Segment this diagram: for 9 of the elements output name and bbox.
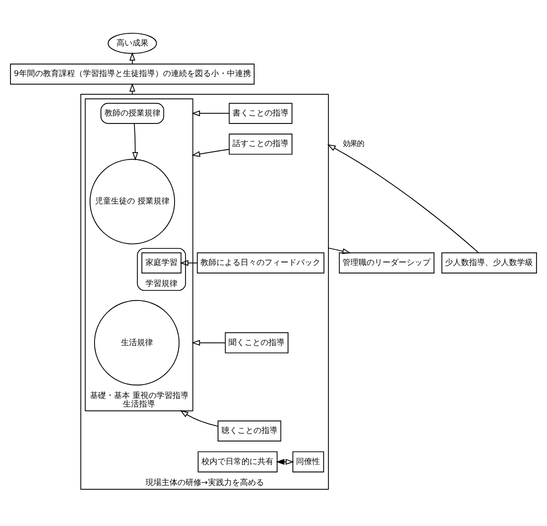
arrow <box>328 247 351 254</box>
arrow <box>180 410 218 426</box>
arrow <box>192 339 226 346</box>
arrow <box>192 110 230 116</box>
arrow <box>276 458 294 464</box>
arrow <box>192 148 230 156</box>
arrow <box>132 122 138 160</box>
arrow <box>180 260 198 266</box>
arrow <box>327 144 479 253</box>
